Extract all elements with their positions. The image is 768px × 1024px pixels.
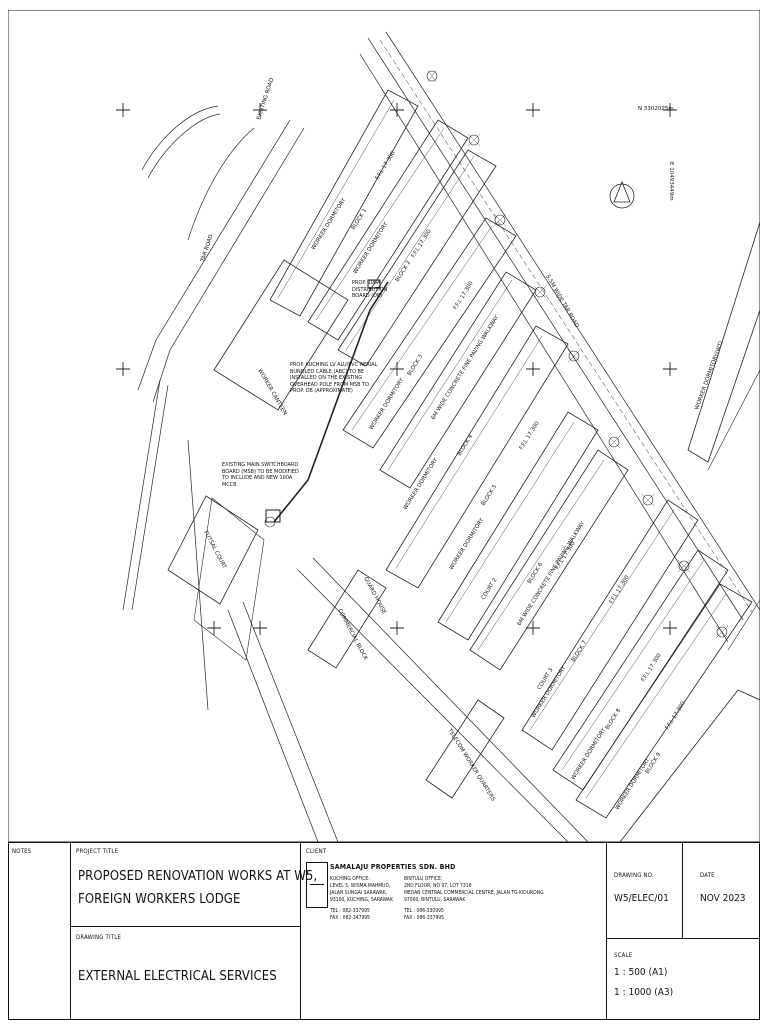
client-name: SAMALAJU PROPERTIES SDN. BHD (330, 863, 456, 871)
bintulu-line1: 2ND FLOOR, NO 97, LOT 7318 (404, 883, 472, 889)
drawing-no-label: DRAWING NO. (614, 872, 654, 879)
kuching-office-label: KUCHING OFFICE: (330, 876, 370, 882)
main-switchboard (265, 509, 281, 523)
coord-label: N 3302025m (638, 106, 674, 112)
dormitory-blocks (269, 89, 760, 842)
bintulu-line2: MEDAN CENTRAL COMMERCIAL CENTRE, JALAN T… (404, 890, 544, 896)
block-detail (277, 99, 727, 799)
note-abc-cable: PROP. KUCHING LV ALU/PVC AERIAL BUNDLED … (290, 362, 378, 395)
distribution-board (367, 279, 381, 289)
note-distribution-board: PROP. 100A DISTRIBUTION BOARD (DB) (352, 280, 388, 300)
kuching-fax: FAX : 082-347995 (330, 915, 371, 921)
coord-label-2: E 10493449m (668, 162, 674, 201)
project-title-label: PROJECT TITLE (76, 848, 119, 855)
drawing-no: W5/ELEC/01 (614, 893, 669, 904)
scale-2: 1 : 1000 (A3) (614, 987, 674, 998)
title-block (8, 842, 760, 1020)
client-label: CLIENT (306, 848, 327, 855)
project-title-line2: FOREIGN WORKERS LODGE (78, 892, 241, 907)
bintulu-tel: TEL : 086-330995 (404, 908, 444, 914)
kuching-line1: LEVEL 5, WISMA MAHMUD, (330, 883, 391, 889)
kuching-line3: 93100, KUCHING, SARAWAK (330, 897, 393, 903)
bintulu-fax: FAX : 086-337995 (404, 915, 445, 921)
scale-label: SCALE (614, 952, 633, 959)
kuching-tel: TEL : 082-337995 (330, 908, 370, 914)
grid-crosshairs (116, 103, 677, 635)
site-plan: N 3302025m E 10493449m 5.5M WIDE TAR ROA… (8, 10, 760, 842)
scale-1: 1 : 500 (A1) (614, 967, 668, 978)
date-label: DATE (700, 872, 715, 879)
drawing-title: EXTERNAL ELECTRICAL SERVICES (78, 969, 277, 984)
left-road (137, 105, 305, 403)
note-msb: EXISTING MAIN SWITCHBOARD BOARD (MSB) TO… (222, 462, 299, 488)
canteen-futsal (167, 259, 505, 799)
main-road (359, 31, 760, 643)
hatch-marks (427, 69, 729, 639)
cable-route (273, 281, 389, 523)
bintulu-line3: 97000, BINTULU, SARAWAK (404, 897, 466, 903)
date-value: NOV 2023 (700, 893, 746, 904)
drawing-title-label: DRAWING TITLE (76, 934, 122, 941)
notes-label: NOTES (12, 848, 32, 855)
north-arrow-icon (609, 180, 635, 209)
project-title-line1: PROPOSED RENOVATION WORKS AT W5, (78, 869, 318, 884)
bintulu-office-label: BINTULU OFFICE: (404, 876, 443, 882)
client-logo (306, 862, 328, 908)
kuching-line2: JALAN SUNGAI SARAWAK, (330, 890, 388, 896)
lower-corridor (122, 379, 589, 842)
